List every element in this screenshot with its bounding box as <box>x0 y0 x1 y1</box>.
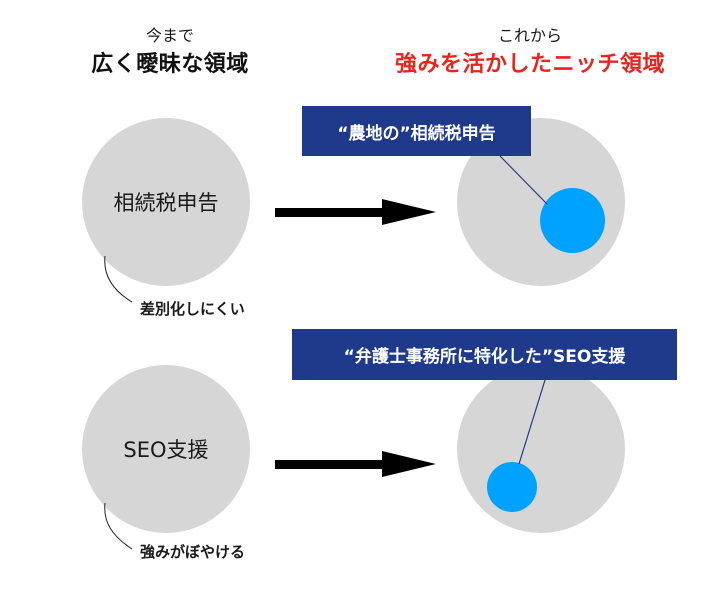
niche-callout: “農地の”相続税申告 <box>302 106 531 156</box>
niche-callout: “弁護士事務所に特化した”SEO支援 <box>292 329 677 380</box>
before-heading: 広く曖昧な領域 <box>91 52 249 77</box>
broad-area-label: SEO支援 <box>123 438 209 462</box>
niche-callout-text: “弁護士事務所に特化した”SEO支援 <box>343 347 626 367</box>
weakness-note: 差別化しにくい <box>140 300 245 318</box>
right-arrow-icon <box>275 451 436 477</box>
broad-area-label: 相続税申告 <box>113 191 219 215</box>
before-subheading: 今まで <box>145 26 194 45</box>
broad-area-circle: SEO支援 <box>82 365 250 533</box>
after-subheading: これから <box>497 26 562 45</box>
niche-focus-dot <box>540 188 605 253</box>
niche-callout-text: “農地の”相続税申告 <box>337 123 496 144</box>
niche-focus-dot <box>487 462 537 512</box>
broad-area-circle: 相続税申告 <box>82 118 250 286</box>
weakness-note: 強みがぼやける <box>140 543 246 561</box>
right-arrow-icon <box>275 199 436 225</box>
niche-area-circle <box>457 365 625 533</box>
after-heading: 強みを活かしたニッチ領域 <box>394 52 665 77</box>
